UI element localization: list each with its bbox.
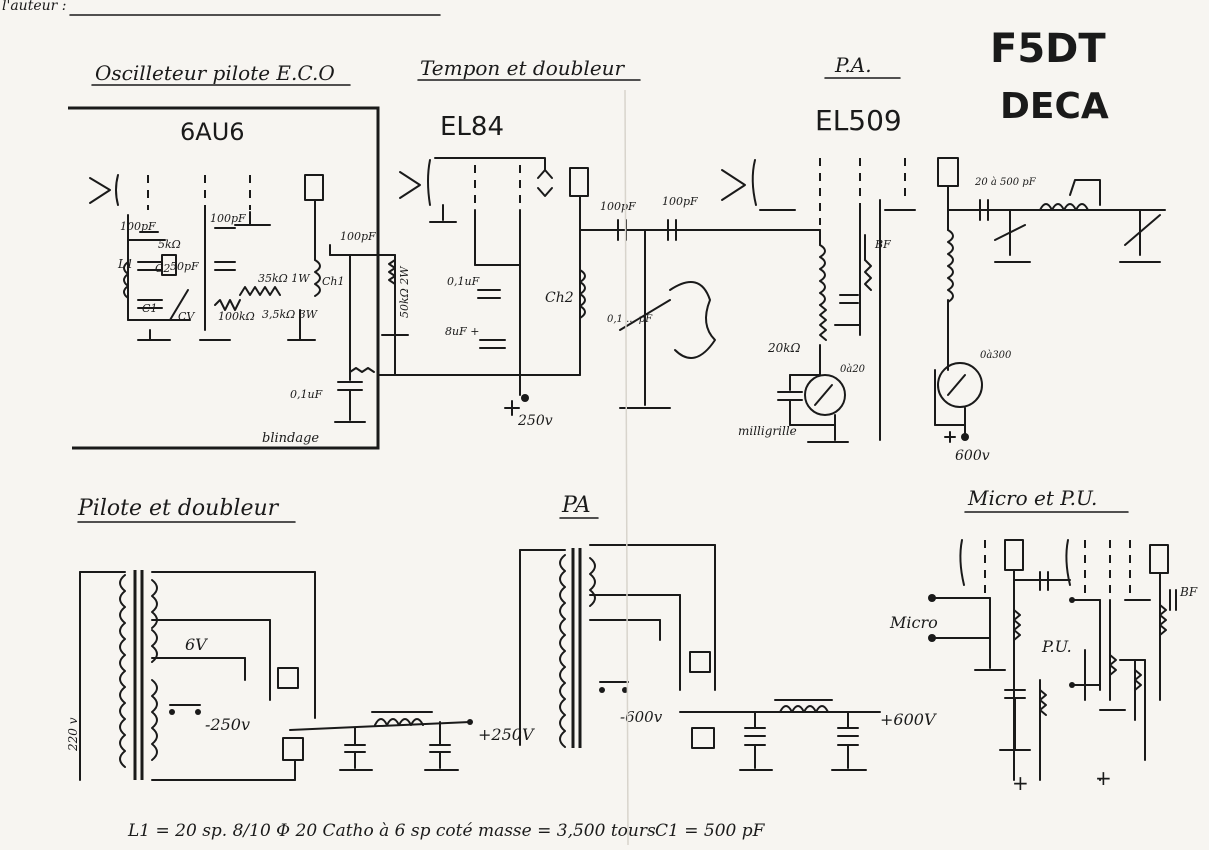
label-p600v: +600V <box>880 710 937 729</box>
label-meter1: 0à20 <box>840 364 866 375</box>
label-250v: 250v <box>517 413 553 429</box>
label-5kohm: 5kΩ <box>158 238 181 251</box>
section-tampon: Tempon et doubleur <box>420 56 626 80</box>
section-pilote-doubleur: Pilote et doubleur <box>77 496 280 521</box>
terminal-250v <box>521 394 529 402</box>
label-c100pf-b: 100pF <box>210 212 246 225</box>
label-c100pf-d: 100pF <box>600 200 636 213</box>
psu-pilote <box>79 570 473 781</box>
band-label: DECA <box>1000 86 1109 127</box>
psu-pa <box>519 544 881 771</box>
eco-circuit <box>123 199 381 423</box>
shield-box <box>68 106 380 450</box>
label-pu: P.U. <box>1041 637 1072 656</box>
label-600v: 600v <box>955 448 990 464</box>
label-ch1: Ch1 <box>322 275 345 288</box>
label-c01uf-b: 0,1uF <box>447 275 480 288</box>
label-c01uf-a: 0,1uF <box>290 388 323 401</box>
section-eco: Oscilleteur pilote E.C.O <box>95 61 335 85</box>
label-r3k: 3,5kΩ 3W <box>262 308 319 321</box>
tube-el84: EL84 <box>440 112 504 142</box>
label-plus-2: + <box>1095 766 1112 790</box>
section-micro-pu: Micro et P.U. <box>967 486 1097 510</box>
label-c100pf-a: 100pF <box>120 220 156 233</box>
callsign: F5DT <box>990 26 1106 72</box>
pa-circuit <box>721 157 1166 443</box>
label-cv: CV <box>178 310 195 323</box>
label-r20k: 20kΩ <box>767 341 801 355</box>
footer-l1-note: L1 = 20 sp. 8/10 Φ 20 Catho à 6 sp coté … <box>127 821 656 841</box>
label-plus-1: + <box>1012 771 1029 795</box>
label-m600v: -600v <box>620 708 663 726</box>
label-bf1: BF <box>874 238 891 251</box>
label-micro: Micro <box>889 613 938 632</box>
label-c100pf-c: 100pF <box>340 230 376 243</box>
tube-el509: EL509 <box>815 104 902 137</box>
page-fold <box>624 89 629 846</box>
label-meter2: 0à300 <box>980 350 1012 361</box>
micro-circuit <box>928 539 1177 781</box>
tube-6au6-symbol <box>89 174 324 226</box>
label-m250v: -250v <box>205 715 250 734</box>
label-cvar: 0,1 ... pF <box>607 314 653 325</box>
label-r100k: 100kΩ <box>218 310 255 323</box>
top-fragment: l'auteur : <box>2 0 66 14</box>
label-bf2: BF <box>1179 585 1198 599</box>
label-ch2: Ch2 <box>545 290 574 306</box>
tampon-circuit <box>377 157 821 416</box>
label-c1: C1 <box>142 302 157 315</box>
section-pa-top: P.A. <box>834 53 872 77</box>
label-blindage: blindage <box>262 431 319 446</box>
terminal-600v <box>961 433 969 441</box>
label-c-pi: 20 à 500 pF <box>974 177 1037 188</box>
footer-c1-note: C1 = 500 pF <box>655 821 766 841</box>
label-r50k: 50kΩ 2W <box>398 265 411 318</box>
label-c2: C2 <box>155 262 170 275</box>
section-pa-bottom: PA <box>561 493 591 518</box>
label-l1: L1 <box>117 257 134 271</box>
meter-plate-current <box>937 362 983 408</box>
label-r35k: 35kΩ 1W <box>258 272 311 285</box>
label-6v: 6V <box>185 635 208 654</box>
label-220v: 220 v <box>66 717 80 752</box>
label-p250v: +250V <box>478 725 535 744</box>
label-milligrille: milligrille <box>738 424 797 438</box>
tube-6au6: 6AU6 <box>180 118 245 146</box>
label-c8uf: 8uF + <box>445 325 479 338</box>
label-c100pf-e: 100pF <box>662 195 698 208</box>
label-50pf: 50pF <box>170 260 199 273</box>
meter-grid-current <box>804 374 846 416</box>
